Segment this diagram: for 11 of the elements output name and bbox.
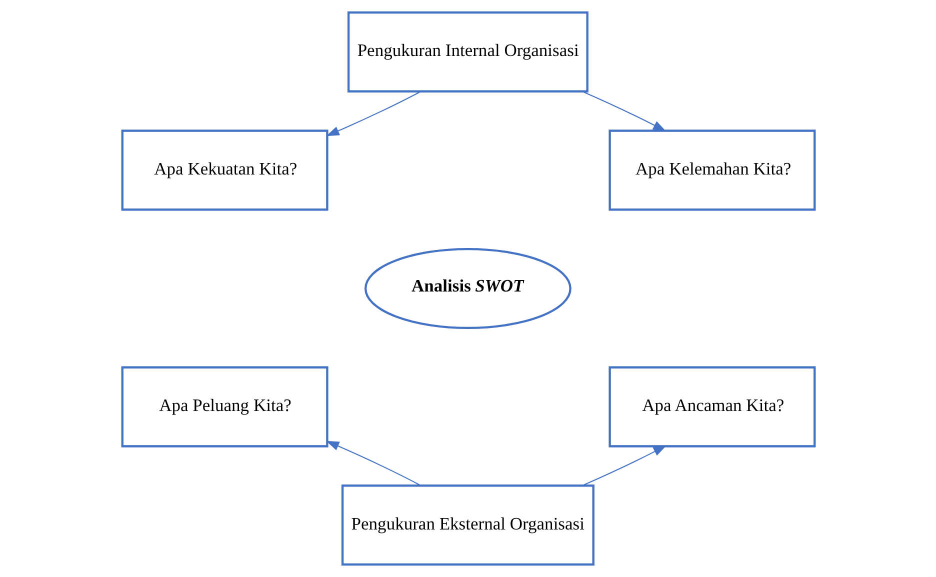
node-box: Pengukuran Eksternal Organisasi [340,484,594,566]
node-box: Pengukuran Internal Organisasi [346,11,588,92]
node-box: Apa Kelemahan Kita? [608,130,816,211]
node-box: Apa Ancaman Kita? [608,366,816,448]
arrow [326,90,421,136]
node-box: Apa Kekuatan Kita? [120,130,328,211]
arrow [581,90,666,132]
node-box: Apa Peluang Kita? [120,366,328,448]
arrow [582,445,666,486]
node-ellipse: Analisis SWOT [364,248,571,330]
arrow [325,440,421,486]
